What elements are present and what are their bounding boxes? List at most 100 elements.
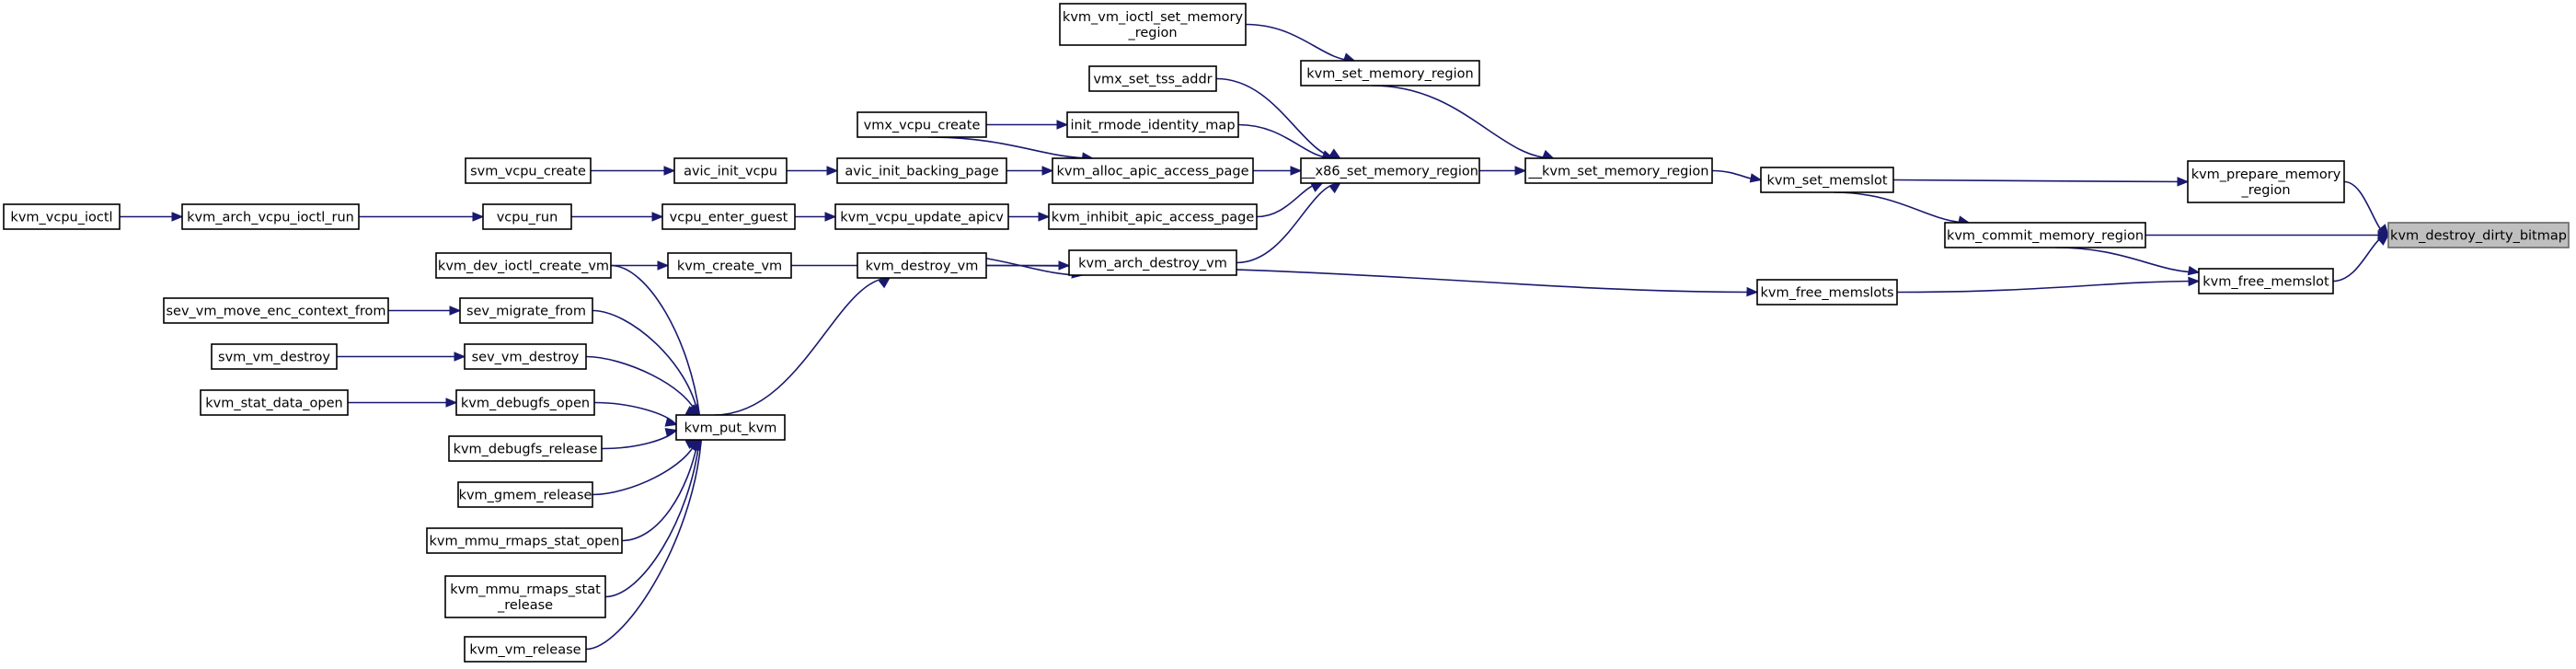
arrowhead — [1290, 166, 1303, 176]
function-node-kvm-vm-release[interactable]: kvm_vm_release — [464, 636, 587, 663]
node-box — [2187, 160, 2345, 203]
function-node-vmx-vcpu-create[interactable]: vmx_vcpu_create — [857, 111, 987, 138]
node-box — [1052, 157, 1254, 184]
node-label: _release — [497, 598, 553, 613]
call-edge — [714, 277, 891, 416]
call-edge — [2332, 234, 2389, 283]
arrowhead — [1310, 182, 1324, 192]
arrowhead — [651, 212, 664, 222]
node-label: svm_vcpu_create — [470, 165, 586, 179]
node-box — [1524, 157, 1713, 184]
node-label: kvm_dev_ioctl_create_vm — [438, 260, 609, 274]
node-label: kvm_vcpu_update_apicv — [840, 211, 1004, 225]
function-node-init-rmode-identity-map[interactable]: init_rmode_identity_map — [1066, 111, 1239, 138]
arrowhead — [1328, 148, 1341, 159]
node-label: vcpu_run — [497, 211, 558, 225]
function-node-kvm-alloc-apic-access-page[interactable]: kvm_alloc_apic_access_page — [1052, 157, 1254, 184]
function-node-kvm-vm-ioctl-set-memory-region[interactable]: kvm_vm_ioctl_set_memory_region — [1059, 3, 1247, 46]
function-node-commit-memory-region[interactable]: kvm_commit_memory_region — [1944, 222, 2146, 248]
node-box — [211, 343, 338, 370]
arrowhead — [454, 352, 466, 362]
function-node-kvm-set-memory-region[interactable]: __kvm_set_memory_region — [1524, 157, 1713, 184]
function-node-free-memslots[interactable]: kvm_free_memslots — [1756, 279, 1898, 306]
node-label: kvm_mmu_rmaps_stat — [450, 582, 601, 597]
node-box — [464, 636, 587, 663]
function-node-x86-set-memory-region[interactable]: __x86_set_memory_region — [1300, 157, 1480, 184]
function-node-kvm-arch-destroy-vm[interactable]: kvm_arch_destroy_vm — [1068, 249, 1237, 276]
arrowhead — [1746, 286, 1759, 297]
node-box — [3, 203, 121, 230]
function-node-kvm-dev-ioctl-create-vm[interactable]: kvm_dev_ioctl_create_vm — [435, 252, 612, 279]
function-node-kvm-inhibit-apic-access-page[interactable]: kvm_inhibit_apic_access_page — [1048, 203, 1258, 230]
node-label: kvm_vcpu_ioctl — [10, 211, 112, 225]
function-node-svm-vm-destroy[interactable]: svm_vm_destroy — [211, 343, 338, 370]
node-label: sev_vm_destroy — [472, 351, 580, 365]
node-label: kvm_destroy_vm — [866, 260, 979, 274]
call-edge — [601, 429, 677, 450]
function-node-prepare-memory-region[interactable]: kvm_prepare_memory_region — [2187, 160, 2345, 203]
arrowhead — [824, 212, 837, 222]
node-label: _region — [1127, 26, 1177, 40]
call-graph-nodes: kvm_destroy_dirty_bitmap kvm_prepare_memo… — [3, 3, 2570, 663]
function-node-sev-migrate-from[interactable]: sev_migrate_from — [459, 297, 593, 324]
node-box — [836, 157, 1007, 184]
function-node-kvm-mmu-rmaps-stat-release[interactable]: kvm_mmu_rmaps_stat_release — [444, 575, 606, 618]
node-box — [482, 203, 572, 230]
call-edge — [927, 136, 1093, 159]
call-edge — [2054, 247, 2200, 273]
function-node-kvm-put-kvm[interactable]: kvm_put_kvm — [675, 414, 786, 441]
call-edge — [1372, 85, 1554, 159]
function-node-set-memslot[interactable]: kvm_set_memslot — [1760, 167, 1894, 193]
node-box — [455, 389, 595, 416]
node-label: kvm_destroy_dirty_bitmap — [2390, 229, 2567, 244]
function-node-avic-init-backing-page[interactable]: avic_init_backing_page — [836, 157, 1007, 184]
function-node-kvm-arch-vcpu-ioctl-run[interactable]: kvm_arch_vcpu_ioctl_run — [181, 203, 360, 230]
arrowhead — [445, 398, 458, 408]
function-node-kvm-set-memory-region[interactable]: kvm_set_memory_region — [1300, 60, 1480, 87]
function-node-kvm-gmem-release[interactable]: kvm_gmem_release — [457, 481, 593, 508]
arrowhead — [472, 212, 485, 222]
function-node-kvm-vcpu-update-apicv[interactable]: kvm_vcpu_update_apicv — [834, 203, 1009, 230]
arrowhead — [1041, 166, 1054, 176]
function-node-sev-vm-move-enc-context-from[interactable]: sev_vm_move_enc_context_from — [163, 297, 389, 324]
call-edge — [1834, 191, 1970, 224]
function-node-kvm-debugfs-open[interactable]: kvm_debugfs_open — [455, 389, 595, 416]
function-node-kvm-debugfs-release[interactable]: kvm_debugfs_release — [448, 435, 603, 462]
node-label: kvm_mmu_rmaps_stat_open — [429, 535, 619, 549]
node-box — [1300, 157, 1480, 184]
node-label: vcpu_enter_guest — [670, 211, 788, 225]
arrowhead — [2377, 224, 2389, 236]
node-label: avic_init_backing_page — [845, 165, 998, 179]
node-box — [1944, 222, 2146, 248]
function-node-kvm-destroy-vm[interactable]: kvm_destroy_vm — [857, 252, 987, 279]
node-box — [457, 481, 593, 508]
function-node-sev-vm-destroy[interactable]: sev_vm_destroy — [464, 343, 587, 370]
arrowhead — [1328, 182, 1341, 194]
call-edge — [592, 439, 697, 496]
call-edge — [1237, 123, 1333, 159]
function-node-kvm-create-vm[interactable]: kvm_create_vm — [667, 252, 792, 279]
function-node-kvm-mmu-rmaps-stat-open[interactable]: kvm_mmu_rmaps_stat_open — [426, 527, 623, 554]
function-node-vcpu-enter-guest[interactable]: vcpu_enter_guest — [661, 203, 796, 230]
function-node-vcpu-run[interactable]: vcpu_run — [482, 203, 572, 230]
node-label: kvm_create_vm — [677, 260, 782, 274]
function-node-free-memslot[interactable]: kvm_free_memslot — [2198, 268, 2334, 294]
function-node-kvm-stat-data-open[interactable]: kvm_stat_data_open — [200, 389, 349, 416]
function-node-avic-init-vcpu[interactable]: avic_init_vcpu — [673, 157, 788, 184]
root-function-node[interactable]: kvm_destroy_dirty_bitmap — [2387, 222, 2570, 248]
arrowhead — [878, 277, 891, 289]
node-label: kvm_gmem_release — [459, 489, 592, 503]
function-node-kvm-vcpu-ioctl[interactable]: kvm_vcpu_ioctl — [3, 203, 121, 230]
node-label: kvm_commit_memory_region — [1947, 229, 2144, 244]
function-node-svm-vcpu-create[interactable]: svm_vcpu_create — [465, 157, 592, 184]
node-box — [673, 157, 788, 184]
node-box — [1300, 60, 1480, 87]
call-edge — [593, 401, 677, 426]
arrowhead — [1056, 120, 1069, 130]
node-label: avic_init_vcpu — [684, 165, 777, 179]
node-label: kvm_set_memslot — [1766, 174, 1887, 189]
node-label: vmx_vcpu_create — [864, 119, 981, 133]
function-node-vmx-set-tss-addr[interactable]: vmx_set_tss_addr — [1088, 65, 1217, 92]
node-box — [426, 527, 623, 554]
